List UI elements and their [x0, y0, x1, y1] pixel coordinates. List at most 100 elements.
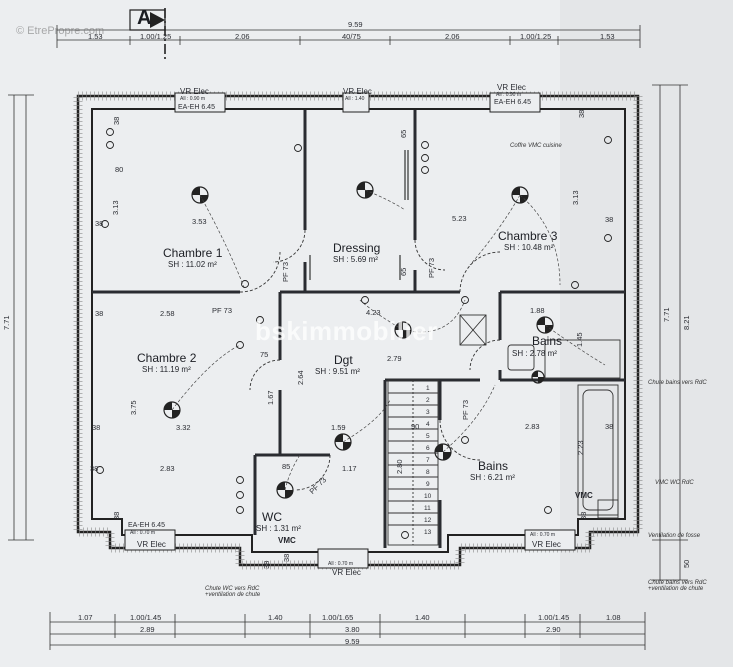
dim-1-67: 1.67	[266, 390, 275, 405]
room-name-wc: WC	[262, 510, 282, 524]
note-chute-bains2: Chute bains vers RdC +ventilation de chu…	[648, 580, 707, 592]
top-dim-7: 1.53	[600, 32, 615, 41]
window-top-right-code: EA-EH 6.45	[494, 99, 531, 106]
bottom-dim-6: 1.00/1.45	[538, 613, 570, 622]
note-coffre: Coffre VMC cuisine	[510, 143, 562, 149]
exterior-walls	[73, 91, 643, 570]
dim-2-79: 2.79	[387, 354, 402, 363]
dim-1-59: 1.59	[331, 423, 346, 432]
window-bottom-right-sub: All : 0.70 m	[530, 532, 556, 538]
dim-38-d: 38	[90, 464, 99, 473]
room-area-chambre2: SH : 11.19 m²	[142, 365, 191, 374]
stair-2: 2	[426, 397, 430, 404]
dim-2-23: 2.23	[576, 440, 585, 455]
dim-3-13-a: 3.13	[111, 200, 120, 215]
dim-2-64: 2.64	[296, 370, 305, 385]
window-top-right-label: VR Elec	[497, 83, 526, 92]
room-name-dressing: Dressing	[333, 241, 381, 255]
door-pf-4: PF 73	[461, 399, 470, 420]
stair-9: 9	[426, 481, 430, 488]
bottom-mid-dim-2: 3.80	[345, 625, 360, 634]
interior-walls	[92, 110, 625, 548]
right-dim-a: 7.71	[662, 307, 671, 322]
door-swings	[239, 229, 501, 491]
vmc-label-bains: VMC	[575, 491, 593, 500]
window-top-right-sub: All : 0.90 m	[496, 92, 522, 98]
dim-38-j: 38	[579, 511, 588, 520]
room-area-dgt: SH : 9.51 m²	[315, 367, 360, 376]
note-vmc-wc: VMC WC RdC	[655, 480, 694, 486]
room-name-bains-small: Bains	[532, 334, 563, 348]
dim-38-l: 38	[282, 553, 291, 562]
stair-5: 5	[426, 433, 430, 440]
dim-38-b: 38	[95, 309, 104, 318]
room-name-chambre2: Chambre 2	[137, 351, 197, 365]
window-top-left-sub: All : 0.90 m	[180, 96, 206, 102]
bottom-dim-7: 1.08	[606, 613, 621, 622]
bath-fixtures	[459, 314, 621, 519]
staircase	[387, 379, 439, 546]
door-pf-1: PF 73	[281, 261, 290, 282]
left-total-dim: 7.71	[2, 315, 11, 330]
note-chute-wc: Chute WC vers RdC +ventilation de chute	[205, 586, 261, 598]
note-chute-bains: Chute bains vers RdC	[648, 380, 707, 386]
bottom-dim-2: 1.00/1.45	[130, 613, 162, 622]
bottom-dim-4: 1.00/1.65	[322, 613, 354, 622]
room-area-wc: SH : 1.31 m²	[256, 524, 301, 533]
dim-3-75: 3.75	[129, 400, 138, 415]
stair-4: 4	[426, 421, 430, 428]
watermark-center: bskimmobilier	[255, 316, 438, 346]
dim-3-32: 3.32	[176, 423, 191, 432]
top-dim-1: 1.53	[88, 32, 103, 41]
window-bottom-right-label: VR Elec	[532, 540, 561, 549]
room-area-dressing: SH : 5.69 m²	[333, 255, 378, 264]
room-name-chambre3: Chambre 3	[498, 229, 558, 243]
bottom-mid-dim-1: 2.89	[140, 625, 155, 634]
dim-2-83-b: 2.83	[525, 422, 540, 431]
dim-38-e: 38	[605, 215, 614, 224]
window-bottom-mid-label: VR Elec	[332, 568, 361, 577]
dim-2-80: 2.80	[395, 459, 404, 474]
dim-2-83-a: 2.83	[160, 464, 175, 473]
room-area-chambre3: SH : 10.48 m²	[504, 243, 554, 252]
window-top-left-label: VR Elec	[180, 87, 209, 96]
door-pf-3: PF 73	[212, 306, 233, 315]
dim-3-53: 3.53	[192, 217, 207, 226]
dim-65-b: 65	[399, 267, 408, 276]
stair-10: 10	[424, 493, 432, 500]
dim-80: 80	[115, 165, 124, 174]
bottom-dim-1: 1.07	[78, 613, 93, 622]
dim-90: 90	[411, 422, 420, 431]
window-top-mid-label: VR Elec	[343, 87, 372, 96]
room-area-chambre1: SH : 11.02 m²	[168, 260, 217, 269]
dim-38-k: 38	[112, 511, 121, 520]
window-bottom-left-sub: All : 0.70 m	[130, 530, 156, 536]
stair-11: 11	[424, 505, 431, 512]
stair-6: 6	[426, 445, 430, 452]
door-pf-2: PF 73	[427, 257, 436, 278]
dim-85: 85	[282, 462, 291, 471]
window-top-left-code: EA-EH 6.45	[178, 104, 215, 111]
stair-1: 1	[426, 385, 430, 392]
window-bottom-left-label: VR Elec	[137, 540, 166, 549]
left-dimension-lines	[8, 94, 34, 541]
window-top-mid-sub: All : 1.40	[345, 96, 365, 102]
dim-1-45: 1.45	[575, 332, 584, 347]
dim-1-17: 1.17	[342, 464, 357, 473]
dim-5-23: 5.23	[452, 214, 467, 223]
dim-4-23: 4.23	[366, 308, 381, 317]
top-dim-4: 40/75	[342, 32, 361, 41]
top-total-dim: 9.59	[348, 20, 363, 29]
top-dim-6: 1.00/1.25	[520, 32, 552, 41]
room-name-dgt: Dgt	[334, 353, 353, 367]
top-dim-5: 2.06	[445, 32, 460, 41]
bottom-total-dim: 9.59	[345, 637, 360, 646]
right-dimension-lines	[652, 84, 688, 581]
vmc-label-wc: VMC	[278, 536, 296, 545]
stair-3: 3	[426, 409, 430, 416]
stair-7: 7	[426, 457, 430, 464]
stair-12: 12	[424, 517, 432, 524]
section-marker	[129, 8, 166, 60]
watermark-top-left: © EtrePropre.com	[16, 25, 105, 37]
